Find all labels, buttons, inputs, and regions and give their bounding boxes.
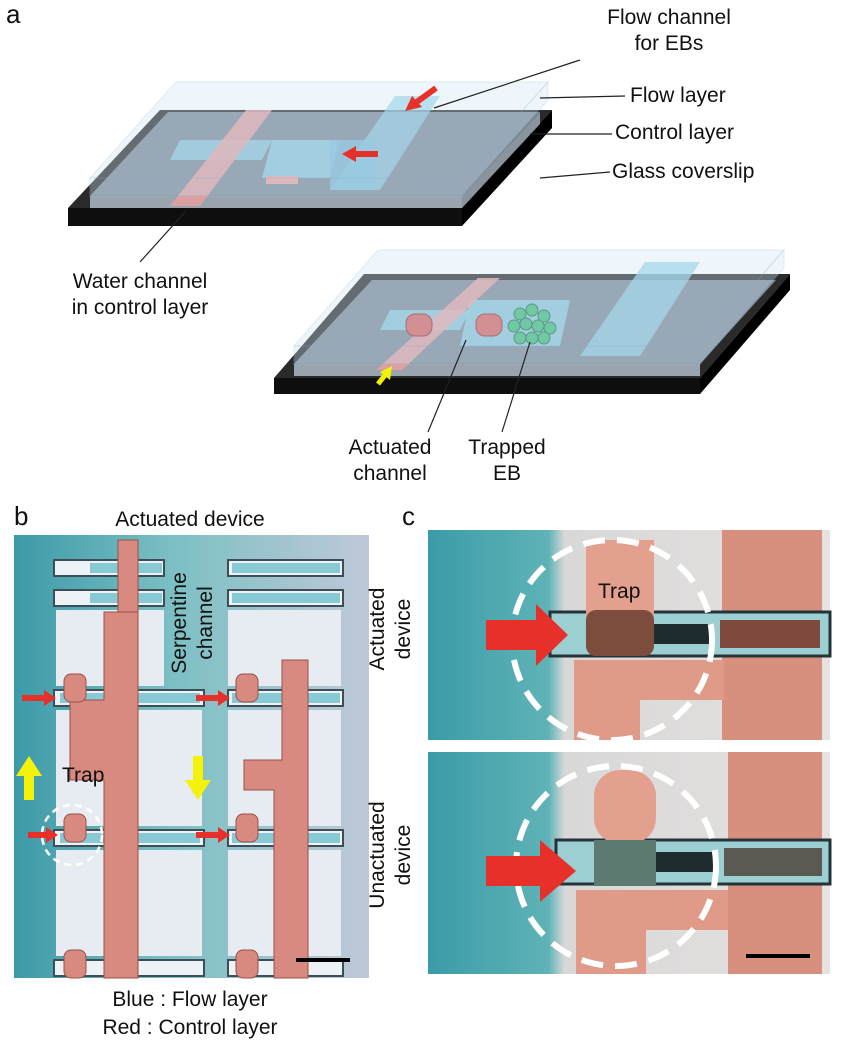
panel-a-letter: a — [6, 0, 21, 29]
label-flow-layer: Flow layer — [630, 84, 726, 107]
label-trapped-eb-line2: EB — [492, 462, 521, 485]
micrograph-unactuated-closeup — [428, 752, 832, 974]
leader-lines-bottom — [427, 339, 531, 433]
label-water-channel-line2: in control layer — [71, 296, 209, 319]
legend-flow-layer: Blue : Flow layer — [112, 988, 268, 1011]
flow-direction-arrows-top — [342, 85, 438, 162]
device-bottom-illustration — [274, 248, 790, 394]
leader-lines-top — [139, 59, 626, 263]
label-actuated-device-line2: device — [392, 598, 415, 660]
panel-c-letter: c — [402, 501, 415, 531]
panel-b-letter: b — [14, 501, 29, 531]
yellow-arrows-b — [16, 756, 211, 800]
label-water-channel-line1: Water channel — [72, 270, 208, 293]
panel-b-title: Actuated device — [115, 508, 265, 531]
label-actuated-channel-line2: channel — [353, 462, 427, 485]
label-unactuated-device-line2: device — [392, 824, 415, 886]
label-serpentine-line2: channel — [194, 586, 217, 660]
label-trap-c: Trap — [598, 580, 641, 603]
label-serpentine-line1: Serpentine — [168, 572, 191, 674]
micrograph-actuated-device — [14, 535, 369, 979]
label-trapped-eb-line1: Trapped — [468, 436, 546, 459]
device-top-illustration — [68, 80, 552, 226]
label-control-layer: Control layer — [615, 121, 735, 144]
label-actuated-device-line1: Actuated — [366, 587, 389, 671]
label-flow-channel-line2: for EBs — [634, 32, 704, 55]
label-trap-b: Trap — [62, 764, 105, 787]
red-arrows-b — [22, 690, 230, 843]
label-unactuated-device-line1: Unactuated — [366, 801, 389, 909]
micrograph-actuated-closeup — [428, 530, 832, 743]
yellow-arrow-bottom-device — [376, 366, 392, 386]
label-glass-coverslip: Glass coverslip — [612, 160, 755, 183]
label-flow-channel-line1: Flow channel — [607, 6, 731, 29]
legend-control-layer: Red : Control layer — [102, 1016, 278, 1039]
label-actuated-channel-line1: Actuated — [348, 436, 432, 459]
